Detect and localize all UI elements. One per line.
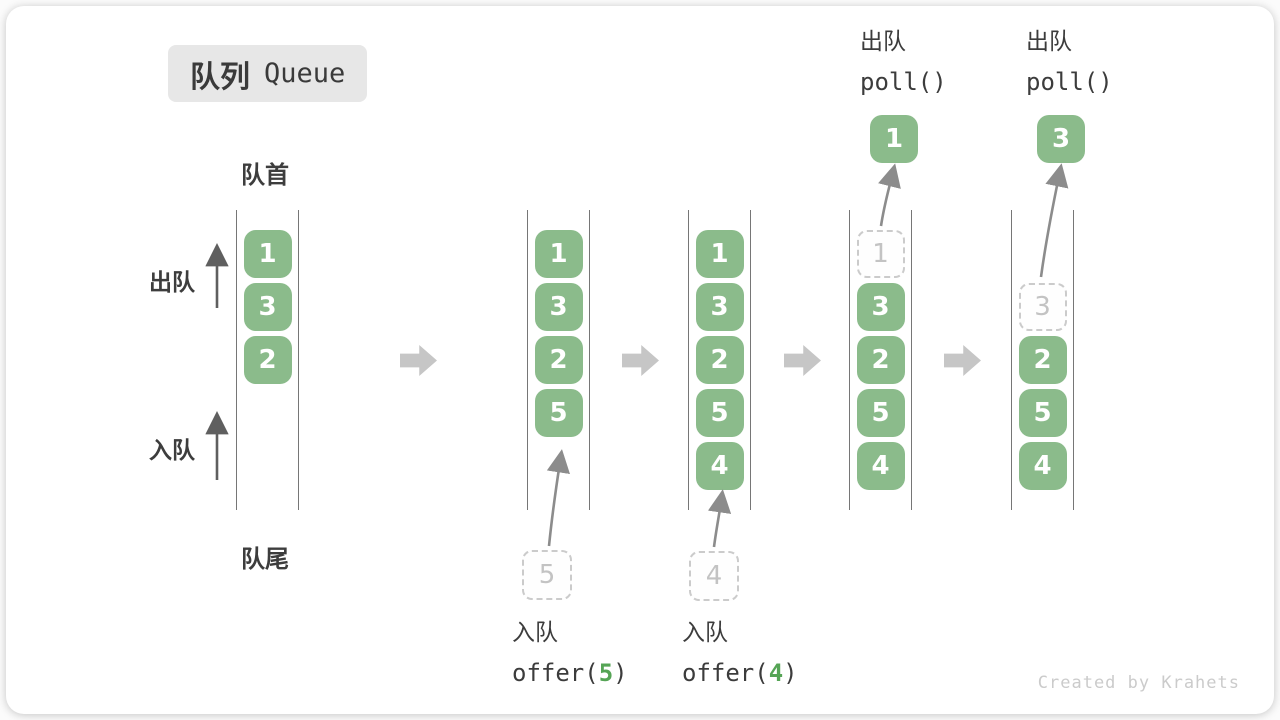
caption-arg: 4 xyxy=(768,659,784,688)
queue-element: 3 xyxy=(695,283,744,331)
queue-element: 4 xyxy=(1018,442,1067,490)
incoming-element-5: 5 xyxy=(522,550,572,600)
queue-state-4: 1 3 2 5 4 xyxy=(849,210,912,510)
queue-element: 5 xyxy=(1018,389,1067,437)
outgoing-element-3: 3 xyxy=(1037,115,1085,163)
label-queue-rear: 队尾 xyxy=(241,545,289,573)
queue-element: 3 xyxy=(534,283,583,331)
queue-state-5: 3 2 5 4 xyxy=(1011,210,1074,510)
queue-element: 4 xyxy=(856,442,905,490)
caption-action: 出队 xyxy=(860,29,906,55)
caption-offer-5: 入队 offer(5) xyxy=(512,617,628,691)
queue-element: 1 xyxy=(695,230,744,278)
caption-offer-4: 入队 offer(4) xyxy=(682,617,798,691)
queue-element: 2 xyxy=(243,336,292,384)
label-dequeue: 出队 xyxy=(149,270,195,296)
caption-action: 入队 xyxy=(682,620,728,646)
queue-state-1: 1 3 2 xyxy=(236,210,299,510)
caption-code: poll() xyxy=(1026,68,1113,97)
queue-element: 1 xyxy=(243,230,292,278)
queue-element: 5 xyxy=(856,389,905,437)
queue-element: 2 xyxy=(695,336,744,384)
watermark: Created by Krahets xyxy=(1037,673,1240,693)
caption-action: 入队 xyxy=(512,620,558,646)
queue-element: 4 xyxy=(695,442,744,490)
queue-element: 2 xyxy=(1018,336,1067,384)
title-badge: 队列 Queue xyxy=(168,45,368,102)
removed-element-slot: 1 xyxy=(856,230,905,278)
label-enqueue: 入队 xyxy=(149,438,195,464)
queue-element: 5 xyxy=(534,389,583,437)
caption-code: poll() xyxy=(860,68,947,97)
title-en: Queue xyxy=(264,58,346,89)
label-queue-front: 队首 xyxy=(241,161,289,189)
queue-element: 2 xyxy=(856,336,905,384)
outgoing-element-1: 1 xyxy=(870,115,918,163)
caption-poll-3: 出队 poll() xyxy=(1026,26,1113,100)
caption-arg: 5 xyxy=(598,659,614,688)
caption-poll-1: 出队 poll() xyxy=(860,26,947,100)
queue-state-2: 1 3 2 5 xyxy=(527,210,590,510)
removed-element-slot: 3 xyxy=(1018,283,1067,331)
queue-state-3: 1 3 2 5 4 xyxy=(688,210,751,510)
title-zh: 队列 xyxy=(190,59,250,95)
caption-action: 出队 xyxy=(1026,29,1072,55)
queue-element: 2 xyxy=(534,336,583,384)
queue-element: 1 xyxy=(534,230,583,278)
queue-element: 5 xyxy=(695,389,744,437)
incoming-element-4: 4 xyxy=(689,551,739,601)
queue-element: 3 xyxy=(243,283,292,331)
queue-element: 3 xyxy=(856,283,905,331)
caption-code: offer(5) xyxy=(512,659,628,688)
caption-code: offer(4) xyxy=(682,659,798,688)
